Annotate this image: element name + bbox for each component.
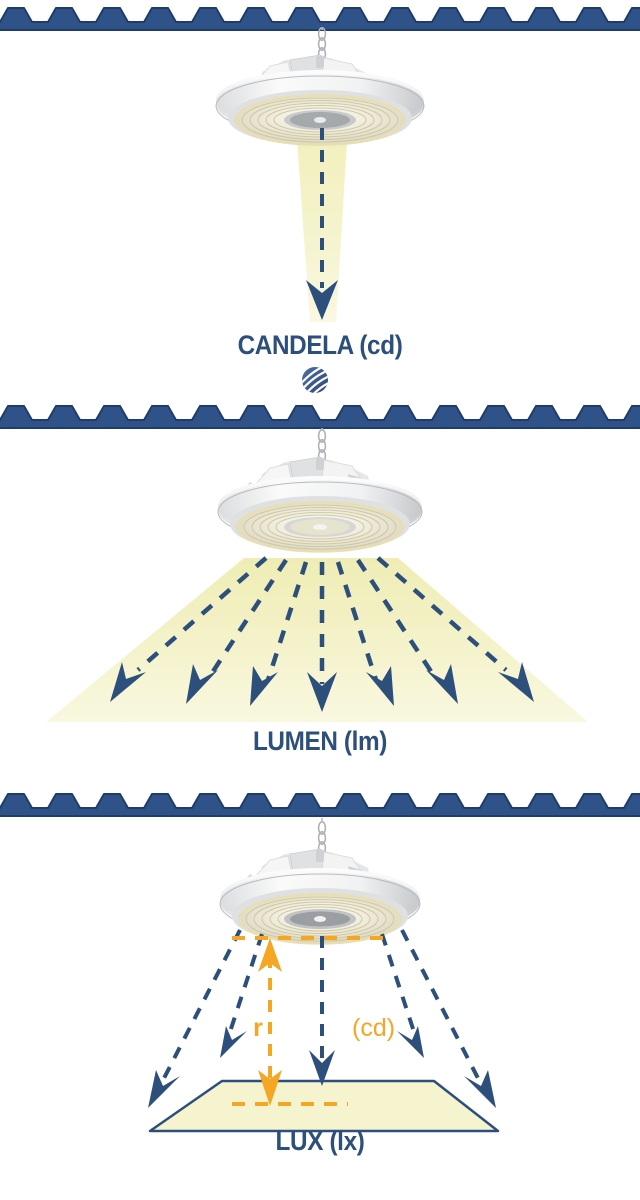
dashed-light-ray-arrow-icon — [400, 929, 484, 1087]
corrugated-ceiling-icon — [0, 7, 640, 31]
lux-panel: r (cd) — [0, 786, 640, 1200]
ufo-high-bay-led-fixture-icon — [215, 54, 425, 146]
dashed-light-ray-arrow-icon — [226, 933, 264, 1039]
radius-annotation-group — [232, 936, 388, 1106]
lumen-rays-group — [136, 556, 508, 684]
dashed-light-ray-arrow-icon — [380, 933, 418, 1039]
lux-rays-group — [158, 929, 484, 1087]
radius-down-arrowhead — [258, 1070, 282, 1106]
intensity-label: (cd) — [352, 1014, 395, 1042]
ufo-high-bay-led-fixture-icon — [219, 848, 421, 945]
dashed-light-ray-arrow-icon — [158, 929, 242, 1087]
radius-label: r — [253, 1014, 263, 1042]
lux-arrowheads-group — [148, 1026, 496, 1108]
dashed-light-ray-arrow-icon — [136, 556, 268, 672]
corrugated-ceiling-icon — [0, 793, 640, 817]
dashed-light-ray-arrow-icon — [376, 556, 508, 672]
lumen-arrowheads-group — [110, 662, 534, 712]
corrugated-ceiling-icon — [0, 405, 640, 429]
candela-label: CANDELA (cd) — [237, 330, 403, 360]
ufo-high-bay-led-fixture-icon — [217, 456, 423, 553]
lux-label: LUX (lx) — [275, 1126, 365, 1156]
candela-panel — [0, 0, 640, 398]
dashed-light-ray-arrow-icon — [306, 128, 338, 320]
globe-logo — [302, 367, 328, 393]
lumen-label: LUMEN (lm) — [252, 726, 388, 756]
lumen-panel — [0, 398, 640, 786]
radius-up-arrowhead — [258, 938, 282, 972]
dashed-light-ray-arrow-icon — [265, 561, 309, 681]
dashed-light-ray-arrow-icon — [335, 561, 379, 681]
